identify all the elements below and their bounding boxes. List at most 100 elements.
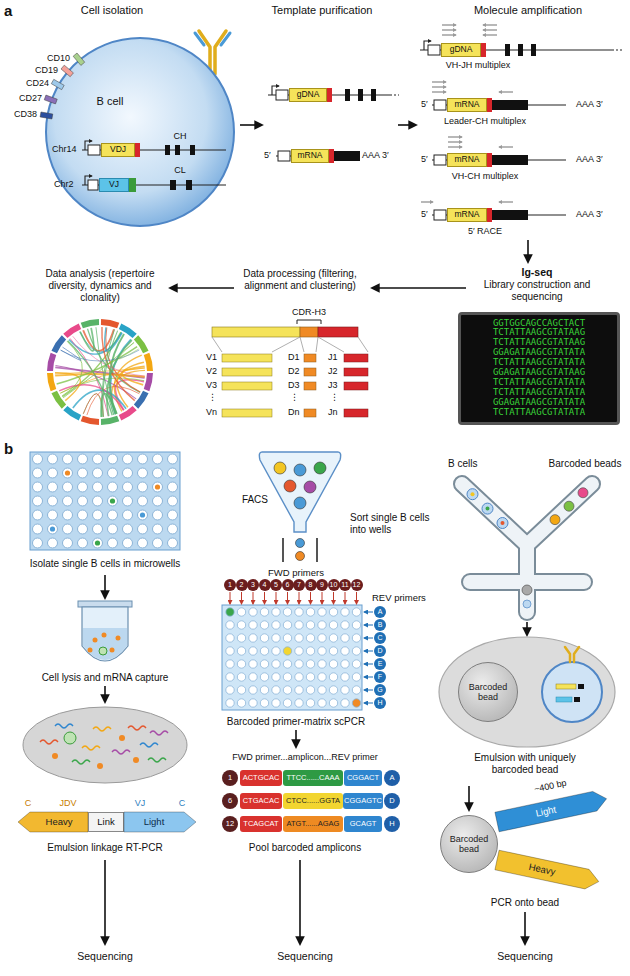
panel-letter: a bbox=[4, 2, 12, 20]
well bbox=[283, 660, 291, 668]
node-text: mRNA bbox=[454, 100, 479, 110]
flow-arrow bbox=[295, 730, 297, 747]
well bbox=[283, 699, 291, 707]
well bbox=[318, 660, 326, 668]
node-text: gDNA bbox=[297, 90, 320, 100]
flow-arrow bbox=[468, 786, 470, 810]
j-segment bbox=[135, 143, 140, 157]
cell bbox=[140, 512, 145, 517]
capture-bead bbox=[93, 638, 98, 643]
well bbox=[306, 647, 314, 655]
well bbox=[306, 608, 314, 616]
primer bbox=[499, 146, 513, 147]
well bbox=[295, 647, 303, 655]
primer-arrow bbox=[264, 592, 265, 604]
well bbox=[237, 699, 245, 707]
droplet bbox=[523, 600, 531, 608]
deflection-plate bbox=[282, 538, 284, 562]
microwell bbox=[108, 496, 118, 506]
text-label: VH-CH multiplex bbox=[452, 171, 519, 182]
well bbox=[295, 660, 303, 668]
circos-chord bbox=[62, 341, 82, 396]
marker-label: CD24 bbox=[26, 78, 49, 89]
well bbox=[341, 699, 349, 707]
microwell bbox=[33, 538, 43, 548]
node-text: 7 bbox=[297, 581, 301, 589]
well bbox=[318, 621, 326, 629]
fwd-primer-number: 2 bbox=[236, 579, 248, 591]
text-label: D1 bbox=[288, 352, 300, 363]
fwd-primer-number: 4 bbox=[259, 579, 271, 591]
text-label: Isolate single B cells in microwells bbox=[5, 558, 205, 570]
cell bbox=[110, 498, 115, 503]
antibody bbox=[574, 647, 579, 662]
well bbox=[226, 608, 234, 616]
step-title: Ig-seq bbox=[522, 266, 553, 279]
text-label: Sequencing bbox=[277, 950, 332, 963]
well bbox=[306, 634, 314, 642]
constant-exon bbox=[518, 44, 523, 56]
antibody bbox=[215, 31, 226, 74]
microwell bbox=[168, 510, 178, 520]
node-text: Heavy bbox=[46, 817, 73, 828]
well bbox=[272, 686, 280, 694]
well bbox=[352, 608, 360, 616]
fwd-barcode: ACTGCAC bbox=[240, 770, 282, 786]
step-title: Cell isolation bbox=[81, 4, 143, 17]
arrow-body bbox=[124, 812, 196, 832]
well bbox=[352, 699, 360, 707]
gene-segment: mRNA bbox=[447, 153, 487, 167]
well-letter: H bbox=[384, 816, 400, 832]
sequence-read: TCTATTAAGCGTATAAG bbox=[493, 338, 585, 348]
text-label: REV primers bbox=[372, 592, 426, 603]
well bbox=[329, 699, 337, 707]
fwd-primer-number: 11 bbox=[339, 579, 351, 591]
microwell bbox=[78, 524, 88, 534]
d-region bbox=[300, 327, 318, 337]
constant-exon bbox=[190, 145, 195, 155]
text-label: CDR-H3 bbox=[292, 307, 326, 318]
d-gene bbox=[304, 354, 316, 362]
sequence-read: GGTGGCAGCCAGCTACT bbox=[493, 319, 585, 329]
circos-chord bbox=[103, 331, 118, 417]
cell bbox=[294, 497, 306, 509]
text-label: 5′ RACE bbox=[468, 226, 502, 237]
fwd-primer-number: 10 bbox=[328, 579, 340, 591]
rev-barcode: GCAGT bbox=[344, 816, 382, 832]
circos-segment bbox=[81, 416, 99, 425]
text-label: Jn bbox=[328, 407, 338, 418]
microwell bbox=[78, 454, 88, 464]
well bbox=[237, 621, 245, 629]
microwell bbox=[108, 482, 118, 492]
flow-arrow bbox=[524, 912, 526, 944]
text-label: FWD primers bbox=[268, 567, 324, 578]
microwell bbox=[33, 468, 43, 478]
circos-segment bbox=[47, 353, 56, 371]
well bbox=[226, 699, 234, 707]
heavy-chain: Heavy bbox=[18, 812, 88, 832]
microwell bbox=[153, 482, 163, 492]
primer bbox=[448, 141, 462, 142]
well bbox=[295, 686, 303, 694]
leader-exon bbox=[88, 145, 100, 155]
circos-chord bbox=[73, 390, 126, 409]
circos-chord bbox=[55, 374, 145, 377]
text-label: D2 bbox=[288, 366, 300, 377]
leader-exon bbox=[278, 151, 290, 161]
v-gene bbox=[222, 354, 272, 362]
cell bbox=[155, 484, 160, 489]
emulsion-droplet bbox=[23, 707, 187, 783]
text-label: J3 bbox=[328, 380, 338, 391]
sequencer-screen: GGTGGCAGCCAGCTACTTCTATTAAGCGTATAAGTCTATT… bbox=[458, 312, 620, 425]
circos-segment bbox=[63, 406, 81, 421]
deflection-plate bbox=[316, 538, 318, 562]
primer-arrow bbox=[322, 592, 323, 604]
capture-bead bbox=[97, 763, 103, 769]
microwell bbox=[48, 454, 58, 464]
capture-bead bbox=[116, 636, 121, 641]
well bbox=[318, 673, 326, 681]
amplicon: ATGT......AGAG bbox=[283, 816, 343, 832]
well bbox=[237, 608, 245, 616]
rev-primer-letter: A bbox=[374, 606, 386, 618]
text-label: Barcoded beads bbox=[549, 458, 622, 470]
